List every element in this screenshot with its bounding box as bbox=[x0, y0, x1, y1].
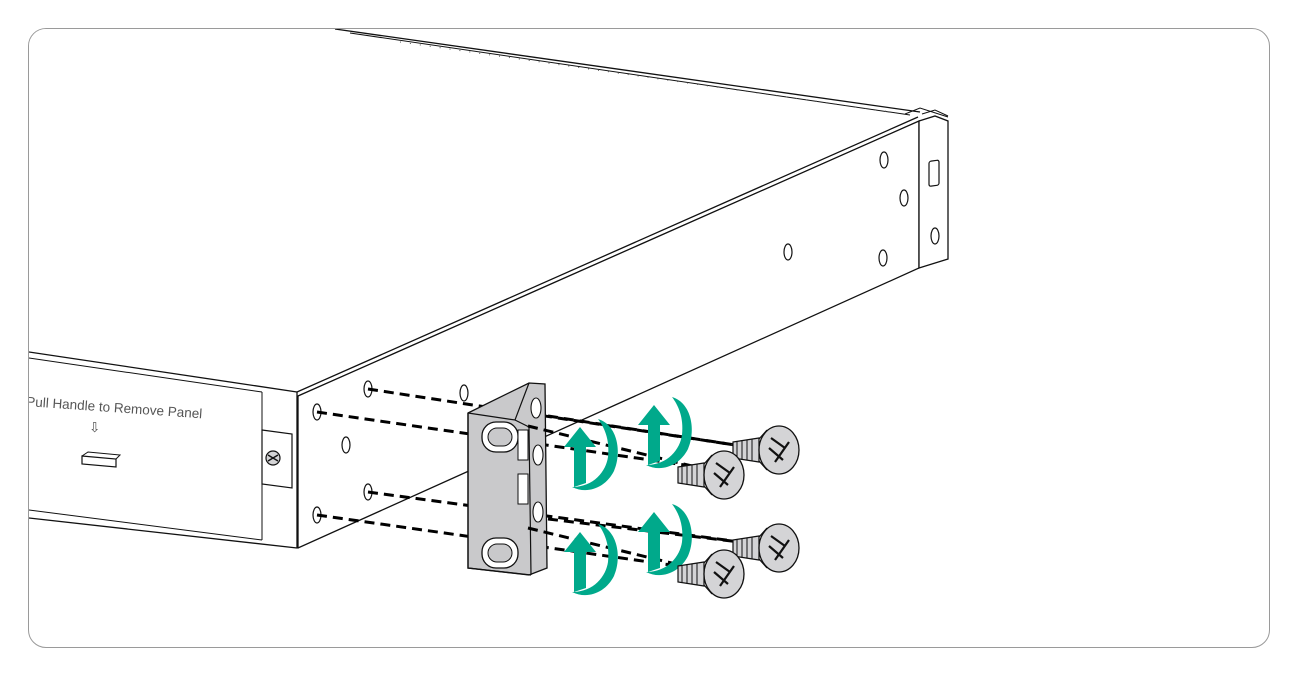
pull-handle bbox=[81, 455, 117, 468]
clockwise-rotation-arrow-icon bbox=[638, 504, 692, 576]
chassis-front-panel bbox=[29, 352, 297, 548]
countersunk-phillips-screw-icon bbox=[676, 449, 746, 501]
countersunk-phillips-screw-icon bbox=[676, 548, 746, 600]
chassis-top-panel bbox=[29, 29, 920, 392]
mounting-bracket-icon bbox=[467, 382, 548, 576]
chassis-rear-panel bbox=[918, 115, 949, 269]
down-arrow-icon: ⇩ bbox=[89, 420, 100, 435]
clockwise-rotation-arrow-icon bbox=[564, 524, 618, 596]
clockwise-rotation-arrow-icon bbox=[564, 419, 618, 491]
